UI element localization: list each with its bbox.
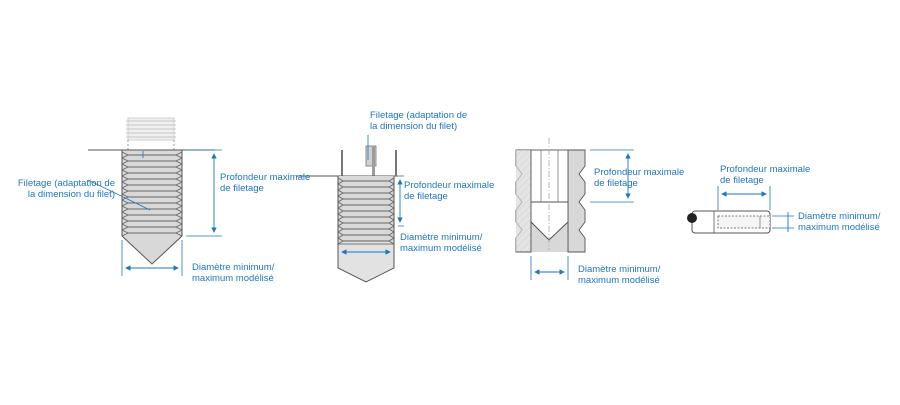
fig1-diameter-label: Diamètre minimum/maximum modélisé xyxy=(192,262,275,284)
figure-3-hole-section xyxy=(515,138,634,280)
figure-1-tapped-hole xyxy=(87,117,222,276)
figure-4-horizontal-part xyxy=(687,186,794,234)
fig2-diameter-label: Diamètre minimum/maximum modélisé xyxy=(400,232,483,254)
figure-2-thread-insert xyxy=(296,135,404,283)
fig4-diameter-label: Diamètre minimum/maximum modélisé xyxy=(798,211,881,233)
fig3-diameter-label: Diamètre minimum/maximum modélisé xyxy=(578,264,661,286)
